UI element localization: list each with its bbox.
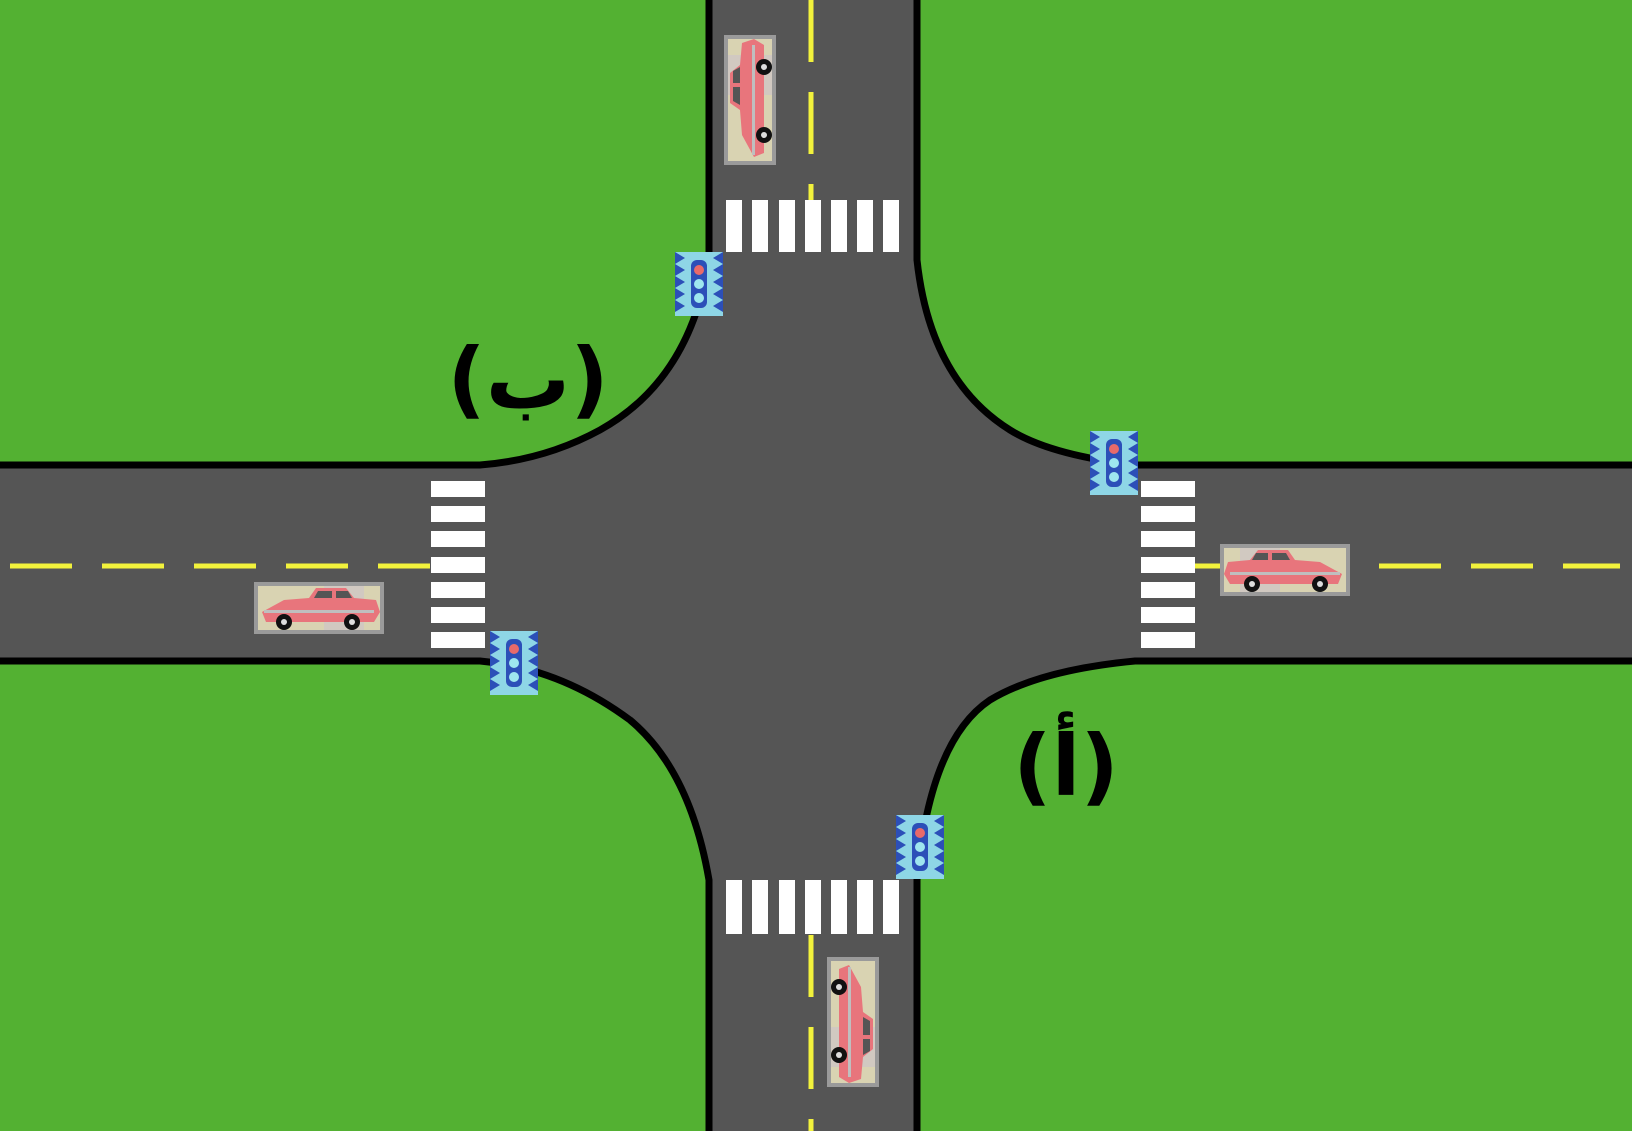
lane-lines [10,0,1620,1131]
car-icon [724,35,776,165]
corner-label-a: (أ) [1013,711,1119,815]
crosswalk-west [431,481,485,648]
traffic-light-icon [896,815,944,879]
car-icon [827,957,879,1087]
corner-label-b: (ب) [447,330,608,428]
traffic-light-icon [1090,431,1138,495]
car-icon [1220,544,1350,596]
crosswalk-east [1141,481,1195,648]
curb-top-right [913,0,1632,469]
traffic-light-icon [490,631,538,695]
car-icon [254,582,384,634]
crosswalk-north [726,200,899,252]
traffic-light-icon [675,252,723,316]
crosswalk-south [726,880,899,934]
